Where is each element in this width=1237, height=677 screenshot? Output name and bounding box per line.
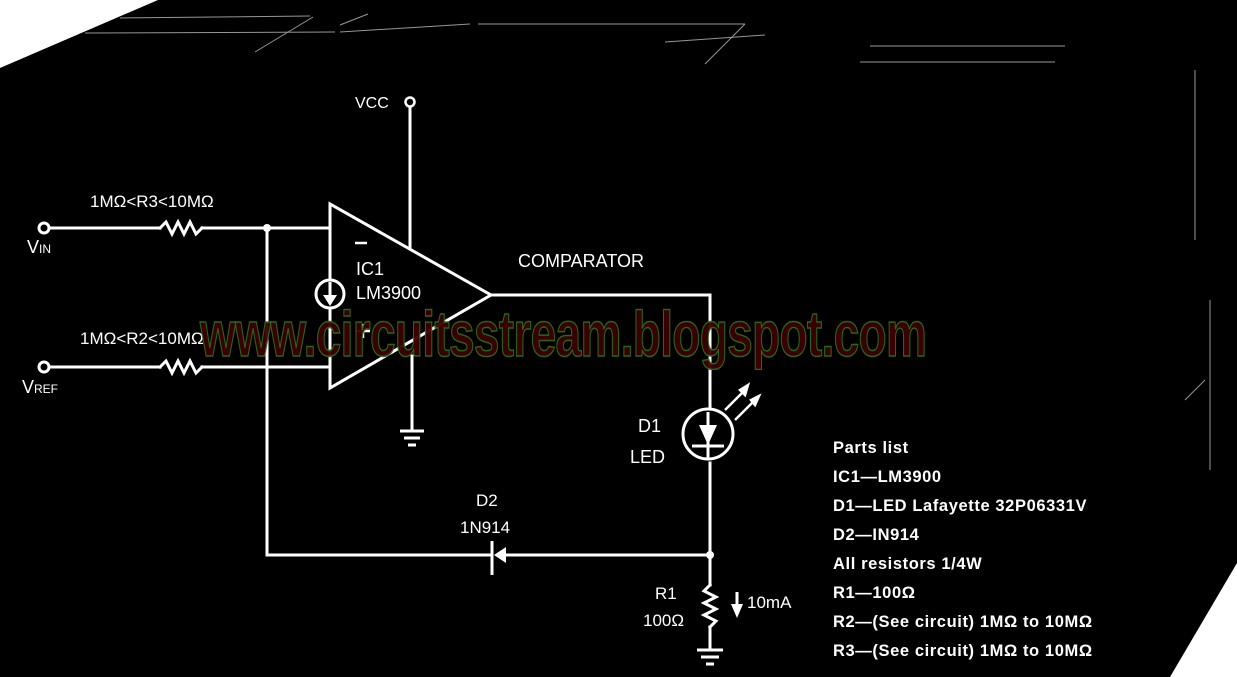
vin-terminal — [37, 221, 51, 235]
parts-list-item: R2—(See circuit) 1MΩ to 10MΩ — [833, 613, 1093, 631]
parts-list-item: D2—IN914 — [833, 526, 920, 544]
parts-list-item: R1—100Ω — [833, 584, 916, 602]
junction-dot — [706, 551, 714, 559]
wires — [48, 105, 720, 652]
watermark-text: www.circuitsstream.blogspot.com — [199, 298, 927, 370]
led-d1-arrowhead — [699, 425, 717, 445]
ic1-label: IC1 — [356, 259, 385, 279]
parts-list-item: All resistors 1/4W — [833, 555, 983, 573]
r1-value-label: 100Ω — [643, 611, 685, 630]
r2-label: 1MΩ<R2<10MΩ — [80, 329, 204, 348]
d1-type-label: LED — [630, 447, 666, 467]
page-corner-bottom-right — [1170, 563, 1237, 677]
current-label: 10mA — [747, 593, 792, 612]
vin-label: VIN — [27, 237, 52, 257]
parts-list-title: Parts list — [833, 439, 909, 457]
d1-label: D1 — [638, 416, 662, 436]
ground-icon — [697, 648, 723, 666]
current-arrow-icon — [731, 604, 743, 618]
bleed-through-artifacts — [84, 13, 1211, 470]
vref-label: VREF — [22, 377, 59, 397]
page-corner-top-left — [0, 0, 158, 68]
current-source-arrowhead — [323, 295, 337, 306]
diode-d2-symbol — [494, 547, 506, 563]
parts-list-item: IC1—LM3900 — [833, 468, 942, 486]
d2-part-label: 1N914 — [460, 518, 511, 537]
vcc-terminal — [404, 96, 416, 108]
parts-list-item: D1—LED Lafayette 32P06331V — [833, 497, 1088, 515]
ground-icon — [400, 429, 424, 447]
junction-dot — [263, 224, 271, 232]
parts-list-item: R3—(See circuit) 1MΩ to 10MΩ — [833, 642, 1093, 660]
r3-label: 1MΩ<R3<10MΩ — [90, 192, 214, 211]
r1-label: R1 — [655, 584, 677, 603]
vref-terminal — [37, 360, 51, 374]
comparator-label: COMPARATOR — [518, 251, 645, 271]
d2-label: D2 — [476, 491, 498, 510]
parts-list: Parts list IC1—LM3900 D1—LED Lafayette 3… — [833, 439, 1093, 671]
ic1-part-label: LM3900 — [356, 283, 422, 303]
light-emission-icon — [724, 382, 762, 421]
vcc-label: VCC — [355, 95, 389, 112]
